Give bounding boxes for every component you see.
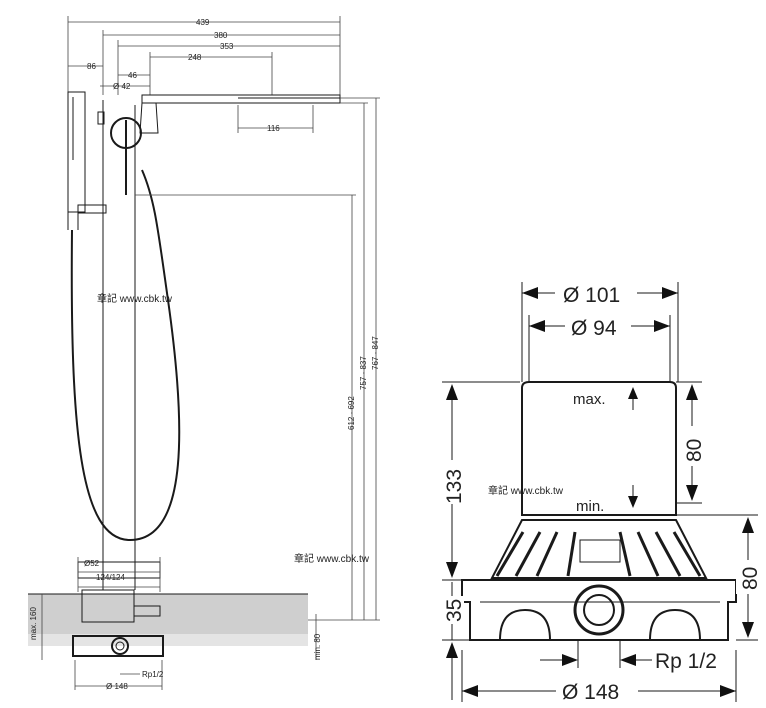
- dim-42: Ø 42: [113, 82, 131, 91]
- label-max: max.: [573, 391, 606, 408]
- label-min: min.: [576, 498, 604, 515]
- dim-min80: min. 80: [313, 633, 322, 660]
- hand-shower: [67, 91, 107, 230]
- mixer-body: [97, 100, 142, 210]
- watermark-3: 章記 www.cbk.tw: [488, 484, 564, 497]
- spout: [139, 94, 341, 134]
- dim-94: Ø 94: [571, 317, 617, 340]
- label-rp12: Rp 1/2: [655, 650, 717, 673]
- dim-612-692: 612 - 692: [347, 396, 356, 430]
- dim-380: 380: [214, 31, 228, 40]
- dim-rp12-left: Rp1/2: [142, 670, 164, 679]
- column-bottom-dims: [77, 557, 161, 592]
- dim-353: 353: [220, 42, 234, 51]
- top-dimension-lines: [67, 16, 341, 133]
- watermark-2: 章記 www.cbk.tw: [294, 552, 370, 565]
- dim-248: 248: [188, 53, 202, 62]
- dim-124-124: 124/124: [96, 573, 125, 582]
- watermark-1: 章記 www.cbk.tw: [97, 292, 173, 305]
- install-box-detail: Ø 101 Ø 94 max. min.: [440, 282, 762, 704]
- dim-767-847: 767 - 847: [371, 336, 380, 370]
- shower-hose: [70, 169, 181, 542]
- dim-46: 46: [128, 71, 137, 80]
- dim-101: Ø 101: [563, 284, 620, 307]
- install-box-small: [72, 635, 164, 657]
- dim-757-837: 757 - 837: [359, 356, 368, 390]
- faucet-elevation: 439 380 353 248 86 46 Ø 42 116: [28, 16, 380, 691]
- dim-52: Ø52: [84, 559, 100, 568]
- dim-80-upper: 80: [683, 439, 706, 462]
- dim-439: 439: [196, 18, 210, 27]
- dim-max160: max. 160: [29, 607, 38, 640]
- dim-116: 116: [267, 124, 280, 133]
- floor-section: [28, 589, 308, 646]
- height-dims: [135, 97, 380, 621]
- dim-133: 133: [443, 469, 466, 504]
- skirt-ribs: [495, 531, 702, 577]
- dim-86: 86: [87, 62, 96, 71]
- dim-35: 35: [443, 599, 466, 622]
- dim-148-left: Ø 148: [106, 682, 128, 691]
- dim-148: Ø 148: [562, 681, 619, 704]
- column: [77, 195, 161, 590]
- dim-80-lower: 80: [739, 567, 762, 590]
